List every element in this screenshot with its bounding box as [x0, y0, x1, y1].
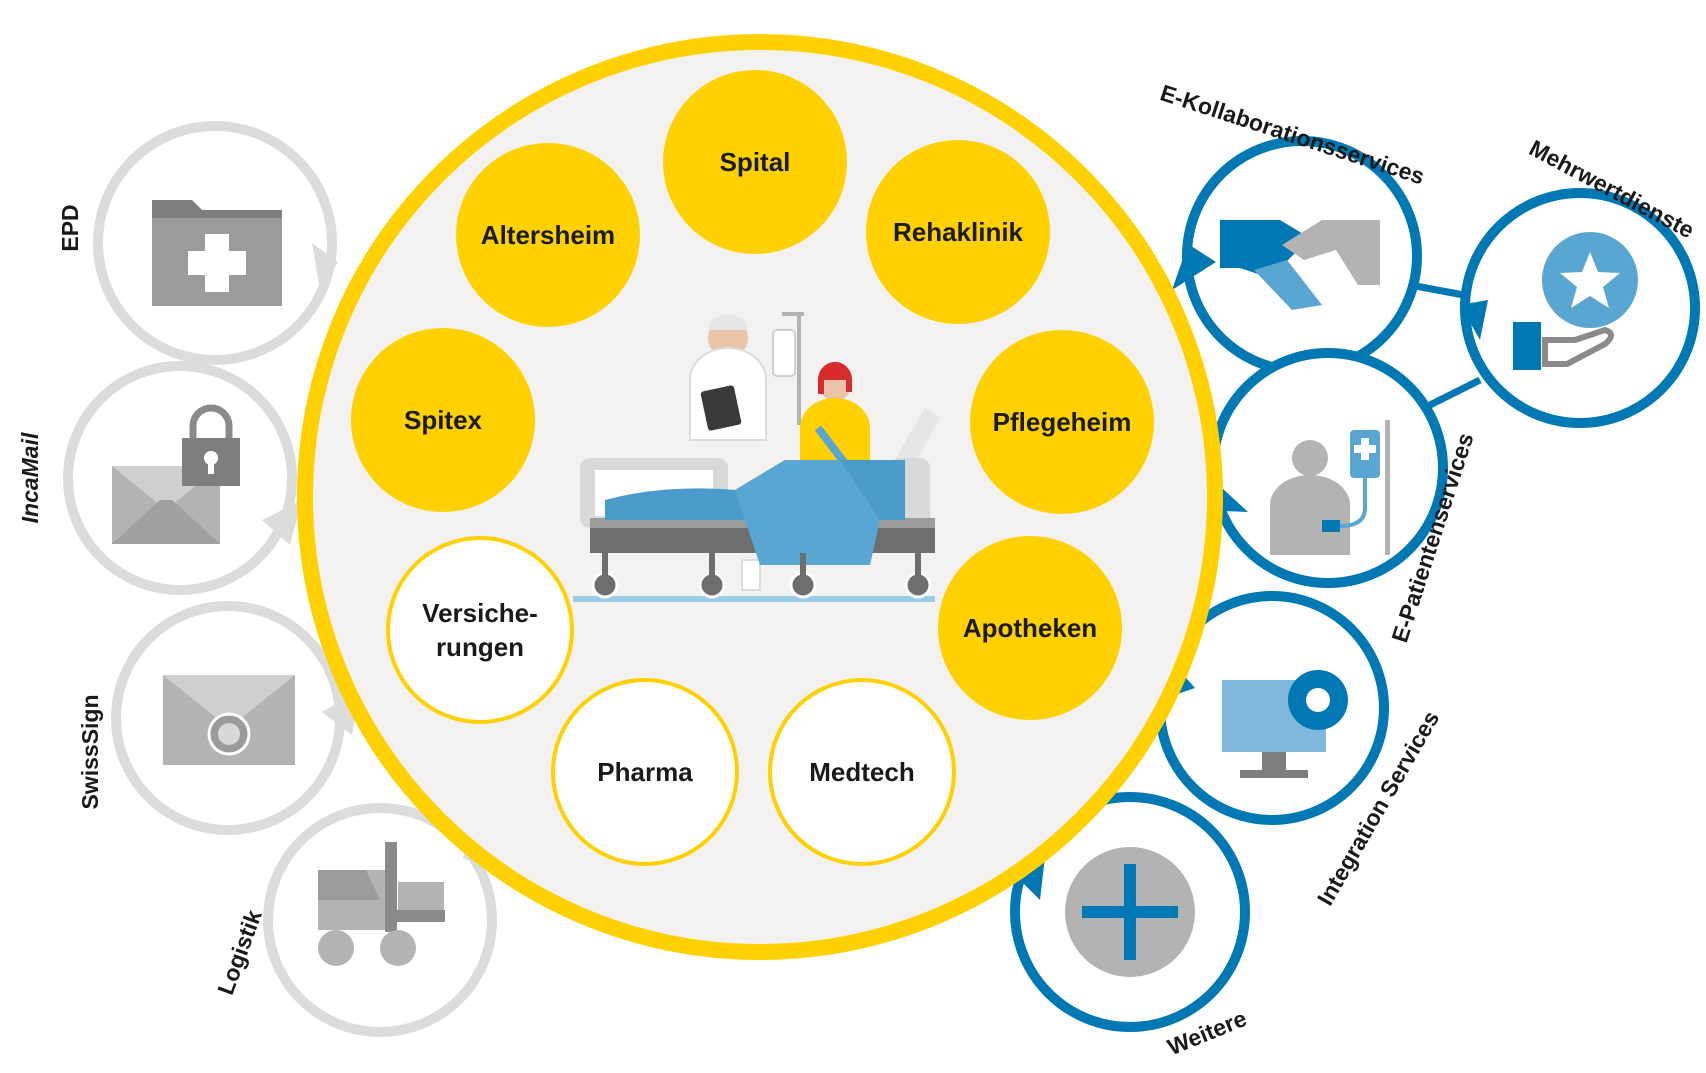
sealed-envelope-icon [163, 675, 295, 765]
plus-icon [1065, 847, 1195, 977]
arrow-icon [1172, 244, 1216, 290]
mehrwertdienste-node[interactable]: Mehrwertdienste [1460, 135, 1700, 428]
stakeholder-apotheken[interactable]: Apotheken [938, 536, 1122, 720]
swisssign-label: SwissSign [77, 694, 103, 809]
forklift-icon [318, 842, 445, 966]
stakeholder-spitex[interactable]: Spitex [351, 328, 535, 512]
medical-folder-icon [152, 200, 282, 306]
floor-line [573, 596, 935, 602]
stakeholder-pflegeheim[interactable]: Pflegeheim [970, 330, 1154, 514]
stakeholder-label: Medtech [809, 757, 914, 787]
e-patienten-node[interactable]: E-Patientenservices [1200, 348, 1479, 646]
patient-iv-icon [1270, 420, 1390, 555]
connector-line [1428, 376, 1482, 409]
star-hand-icon [1513, 232, 1638, 370]
patient-figure [800, 361, 870, 473]
stakeholder-pharma[interactable]: Pharma [551, 678, 739, 866]
stakeholder-medtech[interactable]: Medtech [768, 678, 956, 866]
stakeholder-label-line1: Versiche- [422, 598, 538, 628]
central-hub: Spital Altersheim Rehaklinik Spitex Pfle… [297, 34, 1223, 960]
logistik-label: Logistik [212, 906, 267, 998]
e-kollaboration-node[interactable]: E-Kollaborationsservices [1157, 79, 1428, 376]
locked-mail-icon [112, 404, 240, 544]
stakeholder-label: Apotheken [963, 613, 1097, 643]
stakeholder-spital[interactable]: Spital [663, 70, 847, 254]
epd-node[interactable]: EPD [57, 121, 338, 365]
monitor-gear-icon [1222, 670, 1348, 778]
bed [580, 408, 940, 599]
iv-stand [772, 312, 804, 425]
stakeholder-versicherungen[interactable]: Versiche- rungen [386, 536, 574, 724]
epd-label: EPD [57, 204, 83, 251]
swisssign-node[interactable]: SwissSign [77, 601, 360, 835]
incamail-node[interactable]: IncaMail [17, 361, 302, 595]
stakeholder-label: Altersheim [481, 220, 615, 250]
stakeholder-rehaklinik[interactable]: Rehaklinik [866, 140, 1050, 324]
stakeholder-label-line2: rungen [436, 632, 524, 662]
stakeholder-label: Pharma [597, 757, 693, 787]
left-services: EPD IncaMail [17, 121, 498, 1037]
stakeholder-label: Pflegeheim [993, 407, 1132, 437]
arrow-icon [1460, 300, 1488, 340]
incamail-label: IncaMail [17, 432, 43, 523]
hospital-bed-illustration [573, 312, 940, 602]
stakeholder-label: Rehaklinik [893, 217, 1024, 247]
arrow-icon [262, 500, 302, 545]
doctor-figure [689, 314, 767, 591]
stakeholder-label: Spital [720, 147, 791, 177]
stakeholder-label: Spitex [404, 405, 483, 435]
stakeholder-altersheim[interactable]: Altersheim [456, 143, 640, 327]
handshake-icon [1220, 220, 1380, 310]
arrow-icon [312, 243, 338, 290]
